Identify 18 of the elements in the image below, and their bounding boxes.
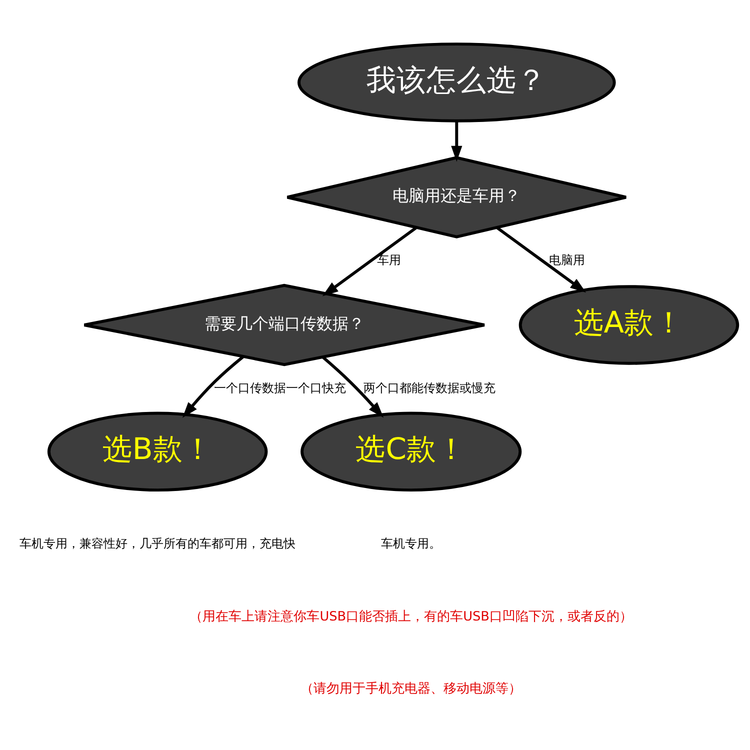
node-label: 车机专用。 xyxy=(381,536,442,550)
edge-label: 一个口传数据一个口快充 xyxy=(214,380,346,394)
arrow xyxy=(182,354,244,418)
node-ellipse: 选A款！ xyxy=(518,284,740,364)
edge-label: 电脑用 xyxy=(549,252,586,267)
node-ellipse: 选B款！ xyxy=(47,411,268,492)
arrow xyxy=(496,226,586,292)
node-ellipse: 选C款！ xyxy=(300,411,522,492)
label: （请勿用于手机充电器、移动电源等） xyxy=(300,681,522,696)
arrow xyxy=(322,355,384,418)
arrow xyxy=(322,226,418,296)
arrow xyxy=(451,120,462,162)
edge-label: 两个口都能传数据或慢充 xyxy=(363,380,496,394)
node-ellipse: 我该怎么选？ xyxy=(298,42,616,122)
node-diamond: 需要几个端口传数据？ xyxy=(82,283,486,366)
node-label: 车机专用，兼容性好，几乎所有的车都可用，充电快 xyxy=(20,536,296,550)
node-diamond: 电脑用还是车用？ xyxy=(286,156,628,238)
label: （用在车上请注意你车USB口能否插上，有的车USB口凹陷下沉，或者反的） xyxy=(190,608,632,624)
